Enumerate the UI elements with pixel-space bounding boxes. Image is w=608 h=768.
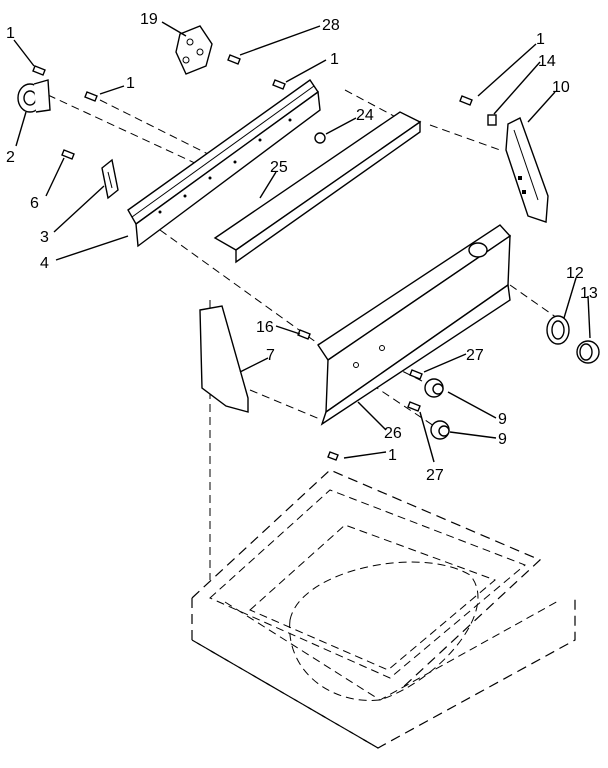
callout-leaders [13,21,591,463]
callout-7: 7 [266,347,275,364]
callout-12: 12 [566,265,584,282]
callout-1-d: 1 [536,31,545,48]
cabinet-outline [191,469,576,749]
callout-3: 3 [40,229,49,246]
end-cap-part [505,117,549,223]
callout-1-b: 1 [126,75,135,92]
callout-1-c: 1 [330,51,339,68]
callout-19: 19 [140,11,158,28]
timer-knob-part [17,79,51,113]
clip-part [101,158,119,200]
callout-9-a: 9 [498,411,507,428]
channel-part [213,111,422,264]
callout-10: 10 [552,79,570,96]
callout-1-a: 1 [6,25,15,42]
callout-25: 25 [270,159,288,176]
callout-14: 14 [538,53,556,70]
console-bracket-part [127,79,321,248]
callout-27-a: 27 [466,347,484,364]
callout-1-e: 1 [388,447,397,464]
callout-6: 6 [30,195,39,212]
callout-16: 16 [256,319,274,336]
bracket-part [175,25,213,75]
callout-13: 13 [580,285,598,302]
knob-ring-part [546,315,600,364]
callout-28: 28 [322,17,340,34]
callout-9-b: 9 [498,431,507,448]
knobs-part [424,378,450,440]
side-panel-part [199,305,249,413]
callout-26: 26 [384,425,402,442]
callout-24: 24 [356,107,374,124]
callout-27-b: 27 [426,467,444,484]
callout-4: 4 [40,255,49,272]
control-panel-part [317,224,512,426]
callout-2: 2 [6,149,15,166]
callout-labels: 1 2 1 19 28 1 1 14 10 24 6 25 3 4 12 13 … [6,11,598,484]
